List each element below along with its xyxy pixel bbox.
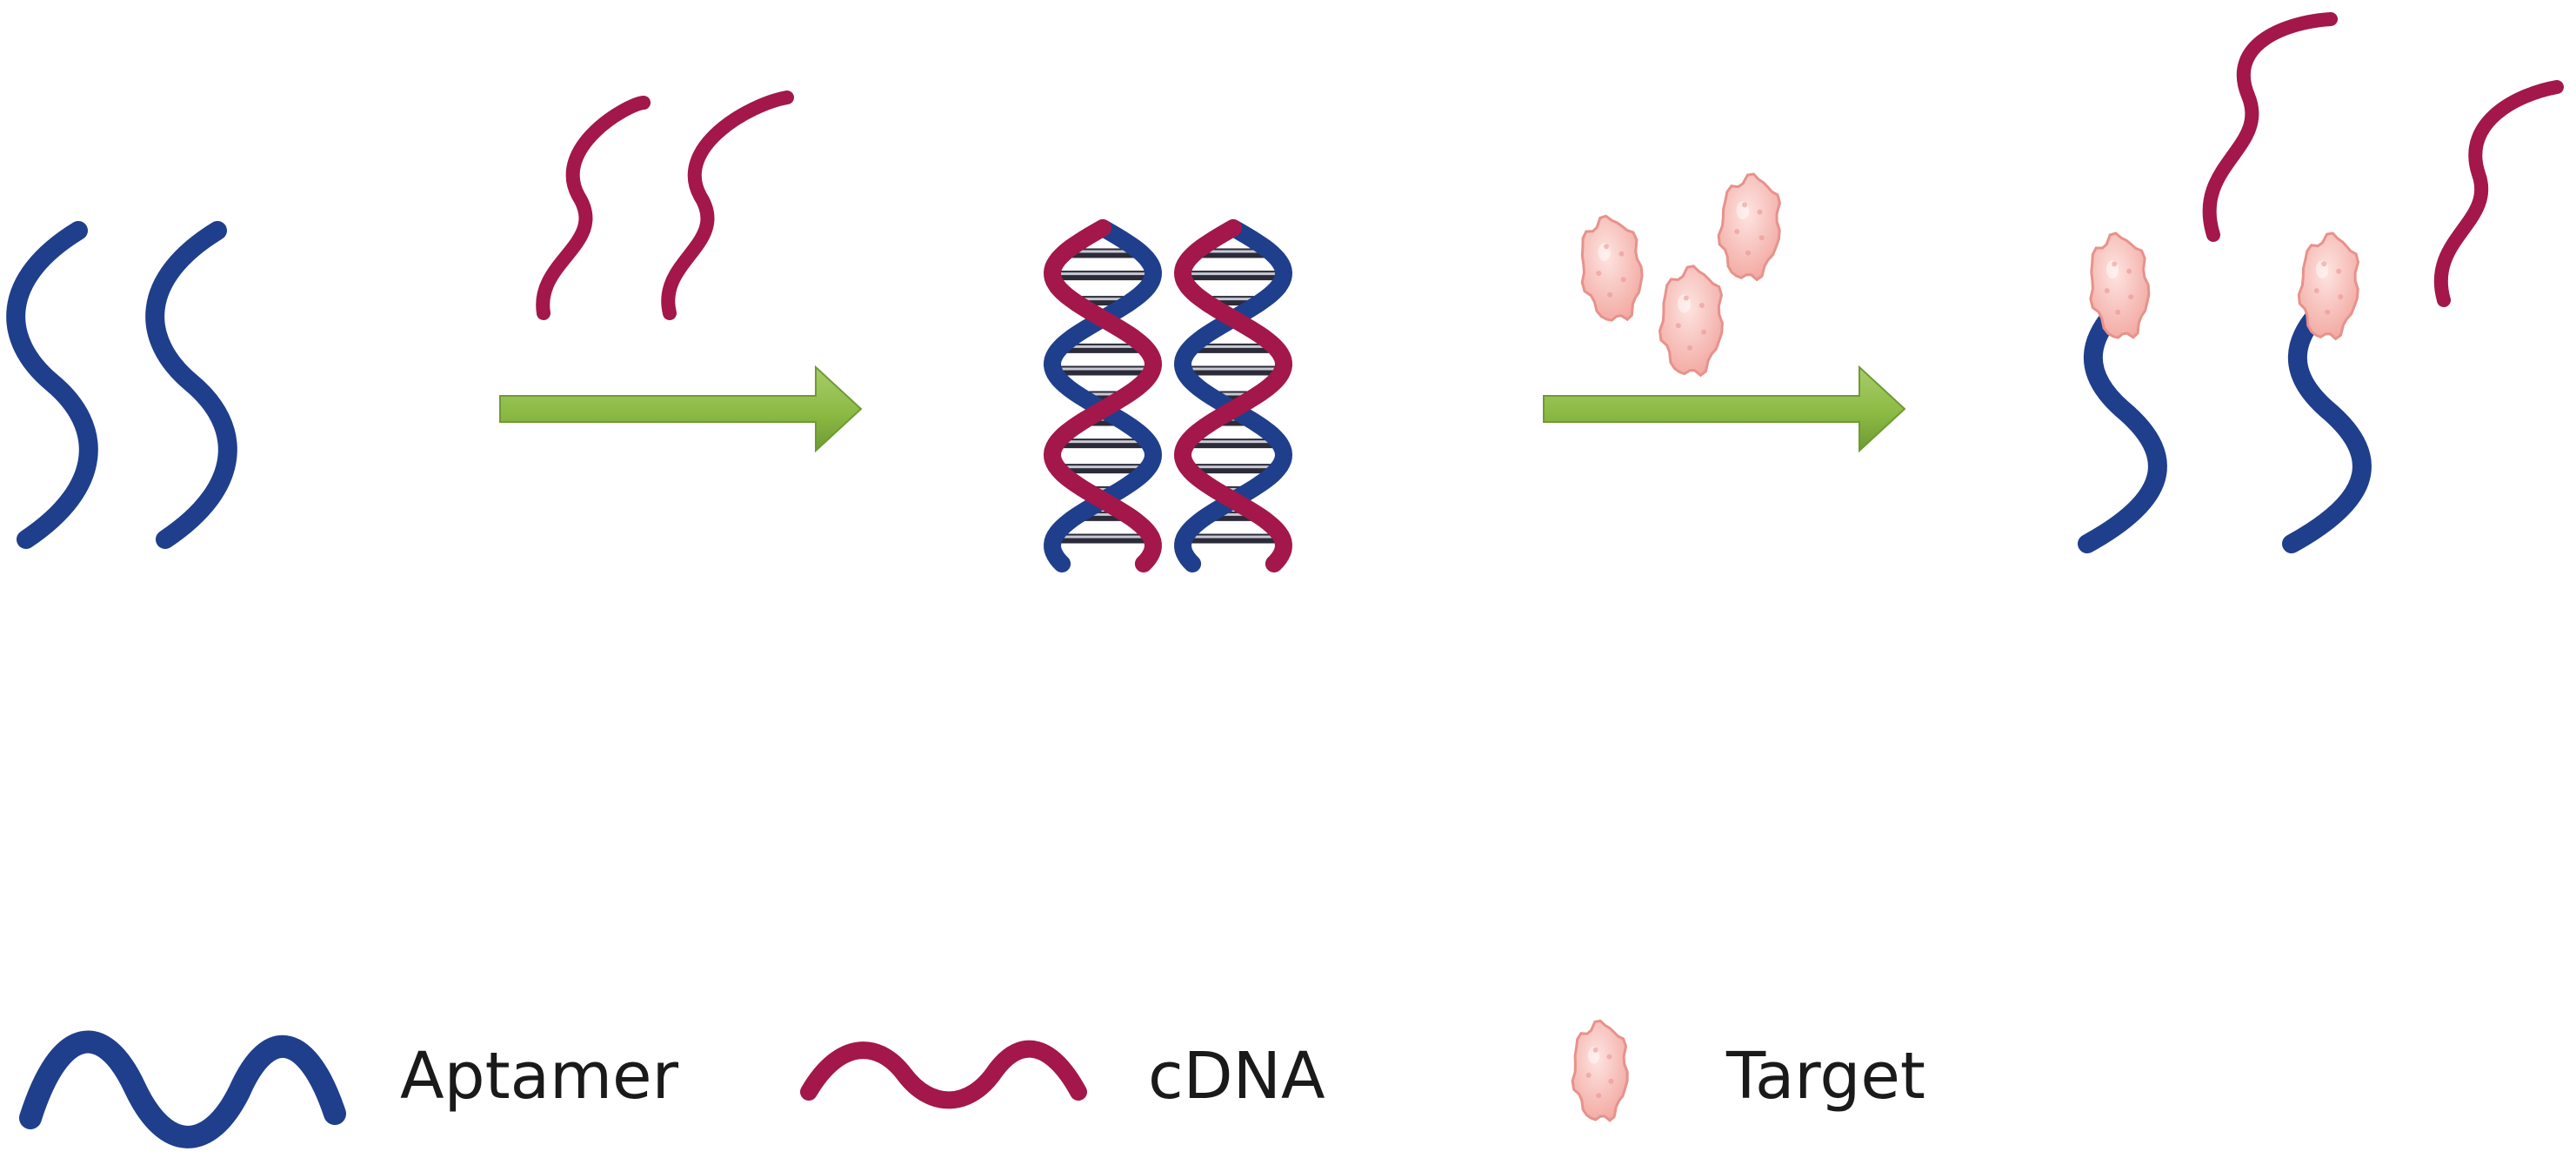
arrow-target-binding (1543, 365, 1906, 453)
target-icon (1571, 1019, 1629, 1122)
stage-2-aptamer-cdna-duplexes (1043, 219, 1293, 572)
released-cdna-strand-2 (2433, 80, 2564, 307)
duplex-aptamer-strand (1043, 219, 1163, 572)
legend-cdna-label: cDNA (1148, 1039, 1325, 1114)
pink-target-molecule-icon (2297, 231, 2360, 341)
added-targets (1580, 172, 1782, 378)
bound-target-1 (2089, 231, 2151, 339)
pink-target-molecule-icon (2089, 231, 2151, 339)
arrow-hybridization (499, 365, 863, 453)
legend: Aptamer cDNA Target (19, 1019, 1925, 1148)
pink-target-molecule-icon (1580, 214, 1644, 322)
duplex-1 (1043, 219, 1163, 572)
pink-target-molecule-icon (1658, 264, 1724, 378)
cdna-strand-1 (536, 96, 651, 320)
legend-target-label: Target (1725, 1039, 1925, 1114)
aptamer-icon (19, 1030, 346, 1148)
duplex-aptamer-strand (1173, 219, 1293, 572)
cdna-strand-2 (661, 90, 794, 320)
added-cdna-strands (536, 90, 794, 320)
stage-1-free-aptamers (6, 221, 237, 549)
cdna-icon (800, 1040, 1087, 1109)
target-3 (1658, 264, 1724, 378)
aptamer-strand-2 (145, 221, 237, 549)
pink-target-molecule-icon (1717, 172, 1782, 282)
released-cdna-strand-1 (2202, 12, 2338, 242)
green-right-arrow-icon (1543, 365, 1906, 453)
duplex-cdna-strand (1173, 219, 1293, 572)
target-2 (1717, 172, 1782, 282)
stage-3-target-bound-aptamers (2078, 231, 2372, 553)
target-1 (1580, 214, 1644, 322)
duplex-2 (1173, 219, 1293, 572)
green-right-arrow-icon (499, 365, 863, 453)
bound-target-2 (2297, 231, 2360, 341)
bound-aptamer-strand-1 (2078, 291, 2167, 553)
legend-aptamer-label: Aptamer (400, 1039, 679, 1114)
aptamer-strand-1 (6, 221, 98, 549)
duplex-cdna-strand (1043, 219, 1163, 572)
released-cdna-strands (2202, 12, 2564, 307)
pink-target-molecule-icon (1571, 1019, 1629, 1122)
bound-aptamer-strand-2 (2282, 291, 2372, 553)
